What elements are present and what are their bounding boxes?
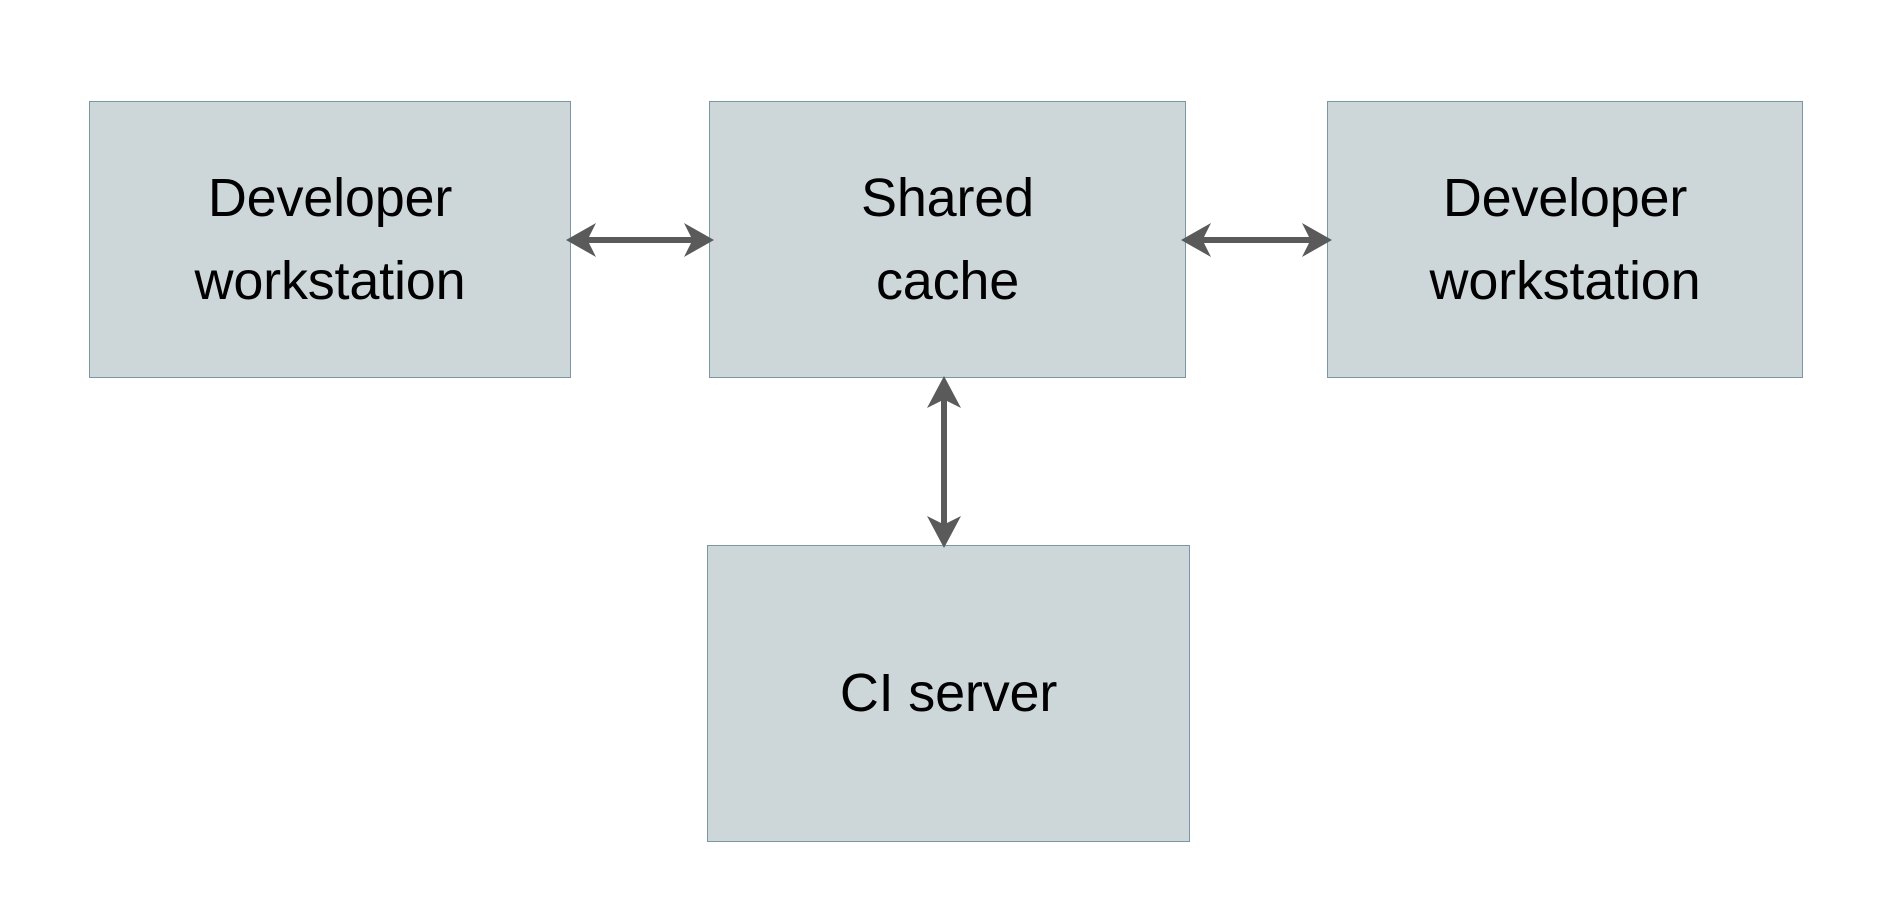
node-label: CI server (839, 663, 1058, 724)
double-arrow-icon (1181, 223, 1332, 257)
node-label: Developer workstation (1429, 168, 1701, 311)
node-label: Shared cache (861, 168, 1034, 311)
node-developer-workstation-right[interactable]: Developer workstation (1327, 101, 1803, 378)
connector-dev-left-to-shared-cache (566, 223, 714, 257)
double-arrow-icon (927, 376, 961, 548)
node-label: Developer workstation (194, 168, 466, 311)
double-arrow-icon (566, 223, 714, 257)
node-shared-cache[interactable]: Shared cache (709, 101, 1186, 378)
connector-shared-cache-to-dev-right (1181, 223, 1332, 257)
node-developer-workstation-left[interactable]: Developer workstation (89, 101, 571, 378)
node-ci-server[interactable]: CI server (707, 545, 1190, 842)
connector-shared-cache-to-ci-server (927, 376, 961, 548)
